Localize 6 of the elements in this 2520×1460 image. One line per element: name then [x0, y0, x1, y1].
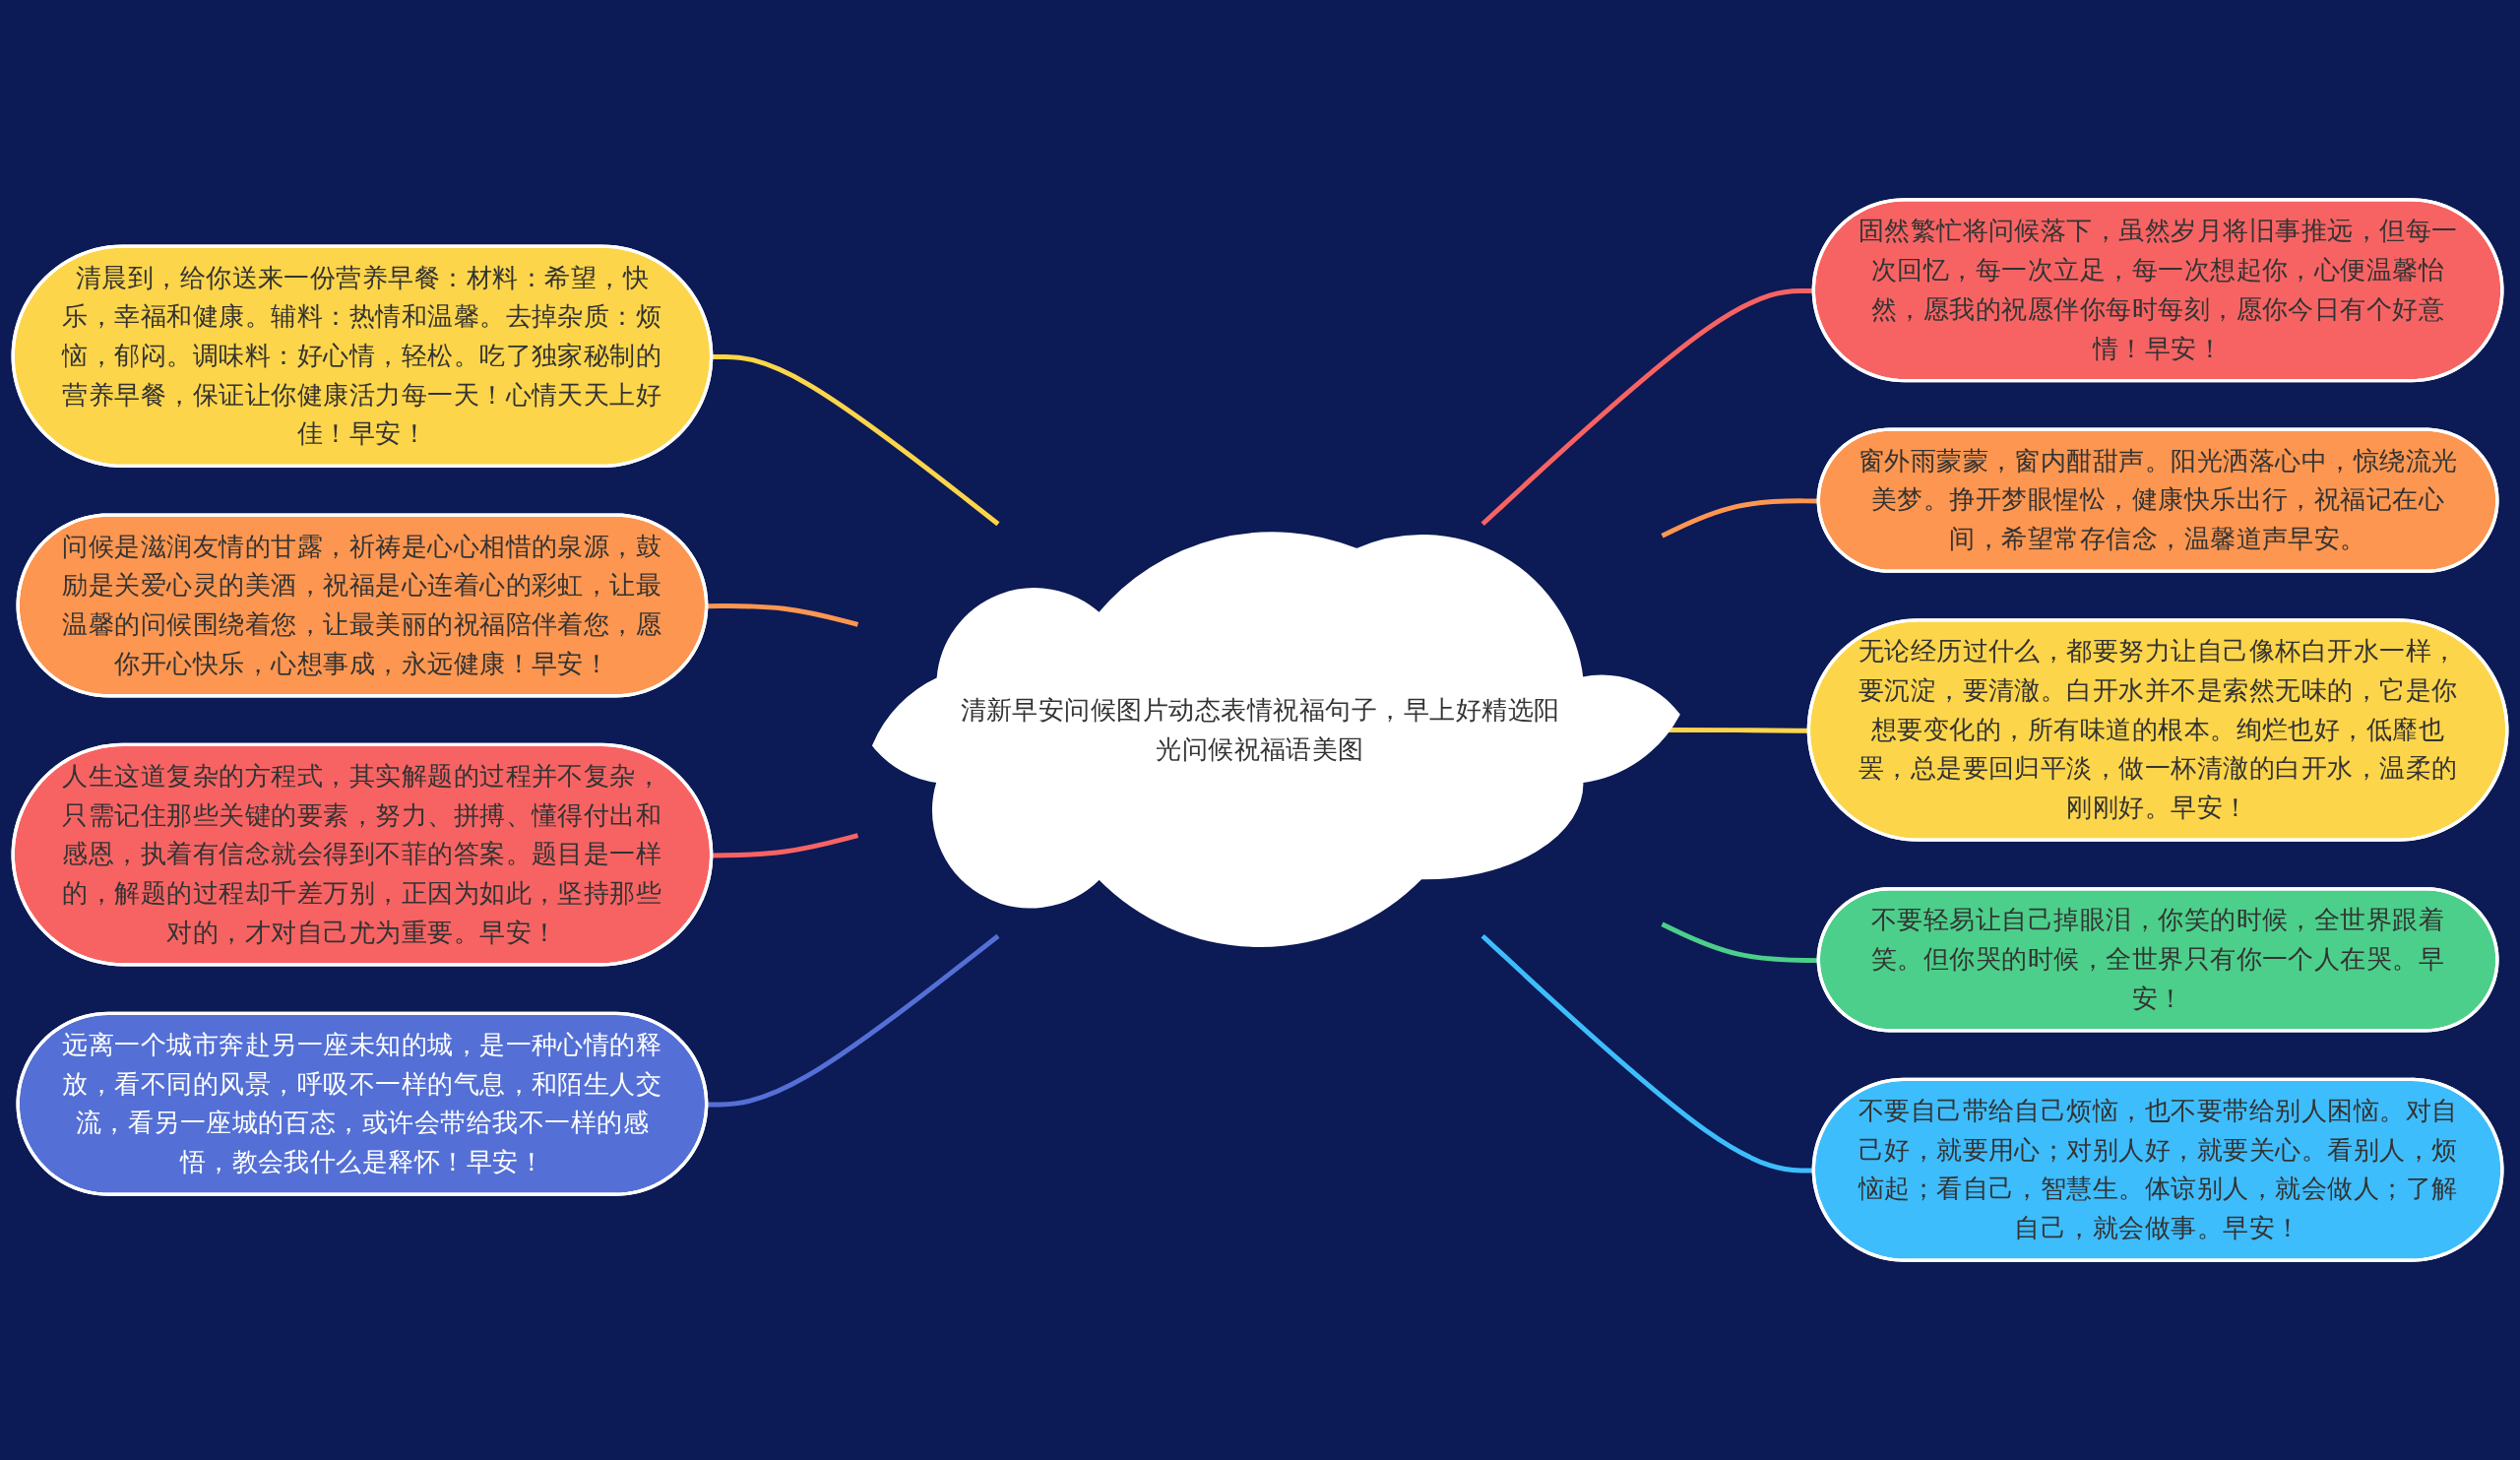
- connector: [707, 933, 1000, 1108]
- connector: [712, 833, 859, 858]
- connector: [712, 353, 1000, 527]
- connector: [1661, 921, 1820, 964]
- connector: [1661, 498, 1820, 539]
- connector: [707, 603, 859, 627]
